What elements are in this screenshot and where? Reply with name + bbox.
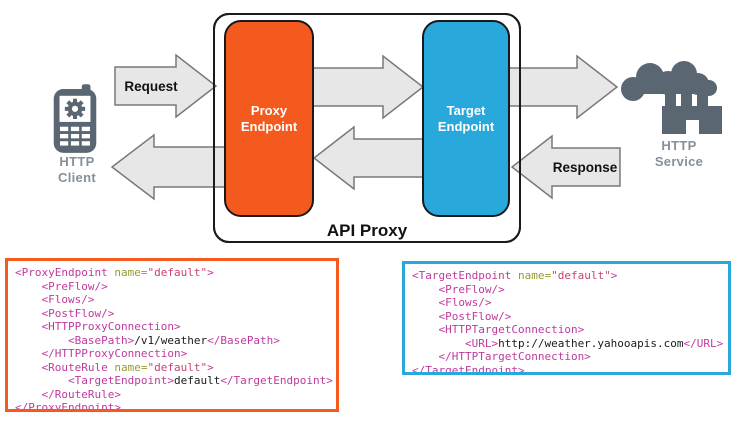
- target-to-proxy-arrow-icon: [312, 125, 425, 191]
- code-line: <Flows/>: [15, 293, 95, 306]
- proxy-code-content: <ProxyEndpoint name="default"> <PreFlow/…: [15, 266, 333, 412]
- target-code-content: <TargetEndpoint name="default"> <PreFlow…: [412, 269, 724, 375]
- http-client-label: HTTP Client: [58, 154, 96, 185]
- target-to-service-arrow-icon: [508, 54, 619, 120]
- code-line: <HTTPTargetConnection>: [412, 323, 585, 336]
- http-service-label: HTTP Service: [654, 138, 704, 169]
- http-service-factory-icon: [621, 61, 722, 134]
- code-line: <PostFlow/>: [15, 306, 115, 320]
- api-proxy-title: API Proxy: [326, 221, 408, 240]
- flow-arrows: [110, 53, 621, 201]
- code-line: <PreFlow/>: [15, 279, 108, 293]
- http-client-phone-icon: [53, 84, 97, 153]
- response-to-client-arrow-icon: [110, 133, 231, 201]
- proxy-endpoint-box: Proxy Endpoint: [224, 20, 314, 217]
- target-endpoint-label: Target Endpoint: [437, 102, 495, 134]
- request-arrow-icon: [114, 53, 218, 119]
- proxy-to-target-arrow-icon: [312, 54, 425, 120]
- code-line: </HTTPTargetConnection>: [412, 350, 591, 363]
- code-line: <BasePath>/v1/weather</BasePath>: [15, 333, 280, 347]
- proxy-endpoint-xml-block: <ProxyEndpoint name="default"> <PreFlow/…: [5, 258, 339, 412]
- proxy-endpoint-label: Proxy Endpoint: [240, 102, 298, 134]
- code-line: <PreFlow/>: [412, 282, 505, 296]
- response-label: Response: [552, 160, 618, 175]
- code-line: <HTTPProxyConnection>: [15, 320, 181, 333]
- code-line: <URL>http://weather.yahooapis.com</URL>: [412, 336, 724, 350]
- request-label: Request: [124, 79, 178, 94]
- code-line: </ProxyEndpoint>: [15, 401, 121, 412]
- target-endpoint-box: Target Endpoint: [422, 20, 510, 217]
- code-line: <TargetEndpoint>default</TargetEndpoint>: [15, 374, 333, 387]
- code-line: <PostFlow/>: [412, 309, 512, 323]
- code-line: <Flows/>: [412, 296, 492, 309]
- api-proxy-diagram: Proxy Endpoint Target Endpoint Request R…: [53, 13, 722, 243]
- code-line: <ProxyEndpoint name="default">: [15, 266, 214, 279]
- code-line: </TargetEndpoint>: [412, 363, 525, 375]
- code-line: </RouteRule>: [15, 387, 121, 401]
- code-line: <TargetEndpoint name="default">: [412, 269, 618, 282]
- target-endpoint-xml-block: <TargetEndpoint name="default"> <PreFlow…: [402, 261, 731, 375]
- response-arrow-icon: [510, 134, 621, 200]
- code-line: <RouteRule name="default">: [15, 360, 214, 374]
- code-line: </HTTPProxyConnection>: [15, 347, 188, 360]
